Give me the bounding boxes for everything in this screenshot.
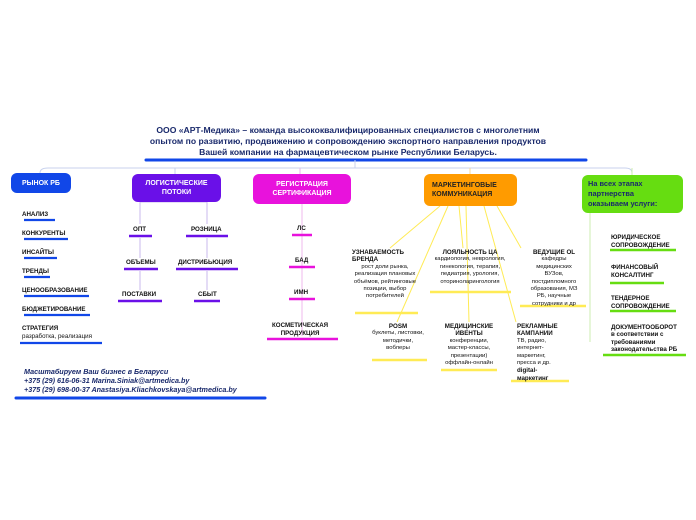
cosmetics-line-1: КОСМЕТИЧЕСКАЯ [272,322,329,329]
registration-ls[interactable]: ЛС [297,225,306,232]
posm-title: POSM [388,323,408,330]
posm-body: буклеты, листовки, методички, воблеры [372,330,424,352]
market-item-trends[interactable]: ТРЕНДЫ [22,268,49,275]
tender-line-2: СОПРОВОЖДЕНИЕ [611,303,670,310]
cosmetics-line-2: ПРОДУКЦИЯ [280,330,320,337]
market-item-pricing[interactable]: ЦЕНООБРАЗОВАНИЕ [22,287,88,294]
finance-line-1: ФИНАНСОВЫЙ [611,264,659,271]
contact-block: Масштабируем Ваш бизнес в Беларуси +375 … [24,367,237,394]
market-item-insights[interactable]: ИНСАЙТЫ [22,249,54,256]
contact-phone-2[interactable]: +375 (29) 698-00-37 Anastasiya.Kliachkov… [24,385,237,394]
marketing-medical-events[interactable]: МЕДИЦИНСКИЕ ИВЕНТЫ конференции, мастер-к… [439,323,499,367]
partner-node[interactable]: На всех этапах партнерства оказываем усл… [582,175,683,213]
brand-body: рост доли рынка, реализация плановых объ… [353,263,417,300]
logistics-node-line-1: ЛОГИСТИЧЕСКИЕ [145,180,208,187]
header-line-3: Вашей компании на фармацевтическом рынке… [199,147,497,157]
partner-legal-support[interactable]: ЮРИДИЧЕСКОЕ СОПРОВОЖДЕНИЕ [611,234,670,250]
kol-title: ВЕДУЩИЕ OL [532,249,576,256]
marketing-node-line-2: КОММУНИКАЦИЯ [432,191,493,198]
market-item-budgeting[interactable]: БЮДЖЕТИРОВАНИЕ [22,306,86,313]
loyalty-body: кардиология, неврология, гинекология, те… [434,256,506,285]
logistics-volumes[interactable]: ОБЪЕМЫ [126,259,156,266]
docflow-line-2: в соответствии с [611,331,664,339]
partner-node-line-2: партнерства [588,189,634,198]
logistics-node[interactable]: ЛОГИСТИЧЕСКИЕ ПОТОКИ [132,174,221,202]
docflow-line-4: законодательства РБ [611,346,678,354]
docflow-line-3: требованиями [611,338,656,346]
logistics-supplies[interactable]: ПОСТАВКИ [122,291,157,298]
brand-title: УЗНАВАЕМОСТЬ БРЕНДА [352,249,404,264]
registration-bad[interactable]: БАД [295,257,309,264]
partner-financial-consulting[interactable]: ФИНАНСОВЫЙ КОНСАЛТИНГ [611,264,658,280]
header-line-1: ООО «АРТ-Медика» – команда высококвалифи… [156,125,540,135]
contact-slogan: Масштабируем Ваш бизнес в Беларуси [24,367,169,376]
registration-node-line-2: СЕРТИФИКАЦИЯ [272,190,332,197]
marketing-brand-awareness[interactable]: УЗНАВАЕМОСТЬ БРЕНДА рост доли рынка, реа… [352,249,418,301]
logistics-node-line-2: ПОТОКИ [161,189,192,196]
logistics-retail[interactable]: РОЗНИЦА [191,226,222,233]
marketing-node-line-1: МАРКЕТИНГОВЫЕ [432,182,497,189]
header-title: ООО «АРТ-Медика» – команда высококвалифи… [110,125,586,158]
registration-imn[interactable]: ИМН [294,289,309,296]
strategy-sub: разработка, реализация [22,333,92,340]
registration-cosmetics[interactable]: КОСМЕТИЧЕСКАЯ ПРОДУКЦИЯ [272,322,328,338]
header-line-2: опытом по развитию, продвижению и сопров… [149,136,547,146]
tender-line-1: ТЕНДЕРНОЕ [611,295,650,302]
registration-node-line-1: РЕГИСТРАЦИЯ [276,181,328,188]
logistics-opt[interactable]: ОПТ [133,226,147,233]
partner-node-line-3: оказываем услуги: [588,199,658,208]
market-node-label: РЫНОК РБ [22,179,60,187]
contact-phone-1[interactable]: +375 (29) 616-06-31 Marina.Siniak@artmed… [24,376,190,385]
strategy-title: СТРАТЕГИЯ [22,325,59,332]
market-node[interactable]: РЫНОК РБ [11,173,71,193]
legal-line-1: ЮРИДИЧЕСКОЕ [611,234,661,241]
logistics-sales[interactable]: СБЫТ [198,291,217,298]
market-item-strategy[interactable]: СТРАТЕГИЯ разработка, реализация [22,325,92,341]
loyalty-title: ЛОЯЛЬНОСТЬ ЦА [442,249,498,256]
ads-title: РЕКЛАМНЫЕ КАМПАНИИ [517,323,558,338]
ads-extra: digital-маркетинг [517,367,549,382]
legal-line-2: СОПРОВОЖДЕНИЕ [611,242,670,249]
events-title: МЕДИЦИНСКИЕ ИВЕНТЫ [444,323,494,338]
docflow-line-1: ДОКУМЕНТООБОРОТ [611,324,677,331]
logistics-distribution[interactable]: ДИСТРИБЬЮЦИЯ [178,259,233,266]
marketing-node[interactable]: МАРКЕТИНГОВЫЕ КОММУНИКАЦИЯ [424,174,517,206]
partner-document-flow[interactable]: ДОКУМЕНТООБОРОТ в соответствии с требова… [611,324,677,354]
marketing-posm[interactable]: POSM буклеты, листовки, методички, вобле… [372,323,424,353]
marketing-key-opinion-leaders[interactable]: ВЕДУЩИЕ OL кафедры медицинских ВУЗов, по… [526,249,582,308]
registration-node[interactable]: РЕГИСТРАЦИЯ СЕРТИФИКАЦИЯ [253,174,351,204]
market-item-competitors[interactable]: КОНКУРЕНТЫ [22,230,66,237]
partner-node-line-1: На всех этапах [588,179,643,188]
ads-body: ТВ, радио, интернет-маркетинг, пресса и … [517,337,551,367]
kol-body: кафедры медицинских ВУЗов, постдипломног… [530,256,578,307]
marketing-ad-campaigns[interactable]: РЕКЛАМНЫЕ КАМПАНИИ ТВ, радио, интернет-м… [517,323,563,382]
market-item-analysis[interactable]: АНАЛИЗ [22,211,49,218]
marketing-loyalty[interactable]: ЛОЯЛЬНОСТЬ ЦА кардиология, неврология, г… [431,249,509,286]
partner-tender-support[interactable]: ТЕНДЕРНОЕ СОПРОВОЖДЕНИЕ [611,295,670,311]
events-body: конференции, мастер-классы, презентации)… [445,337,493,367]
finance-line-2: КОНСАЛТИНГ [611,272,654,279]
